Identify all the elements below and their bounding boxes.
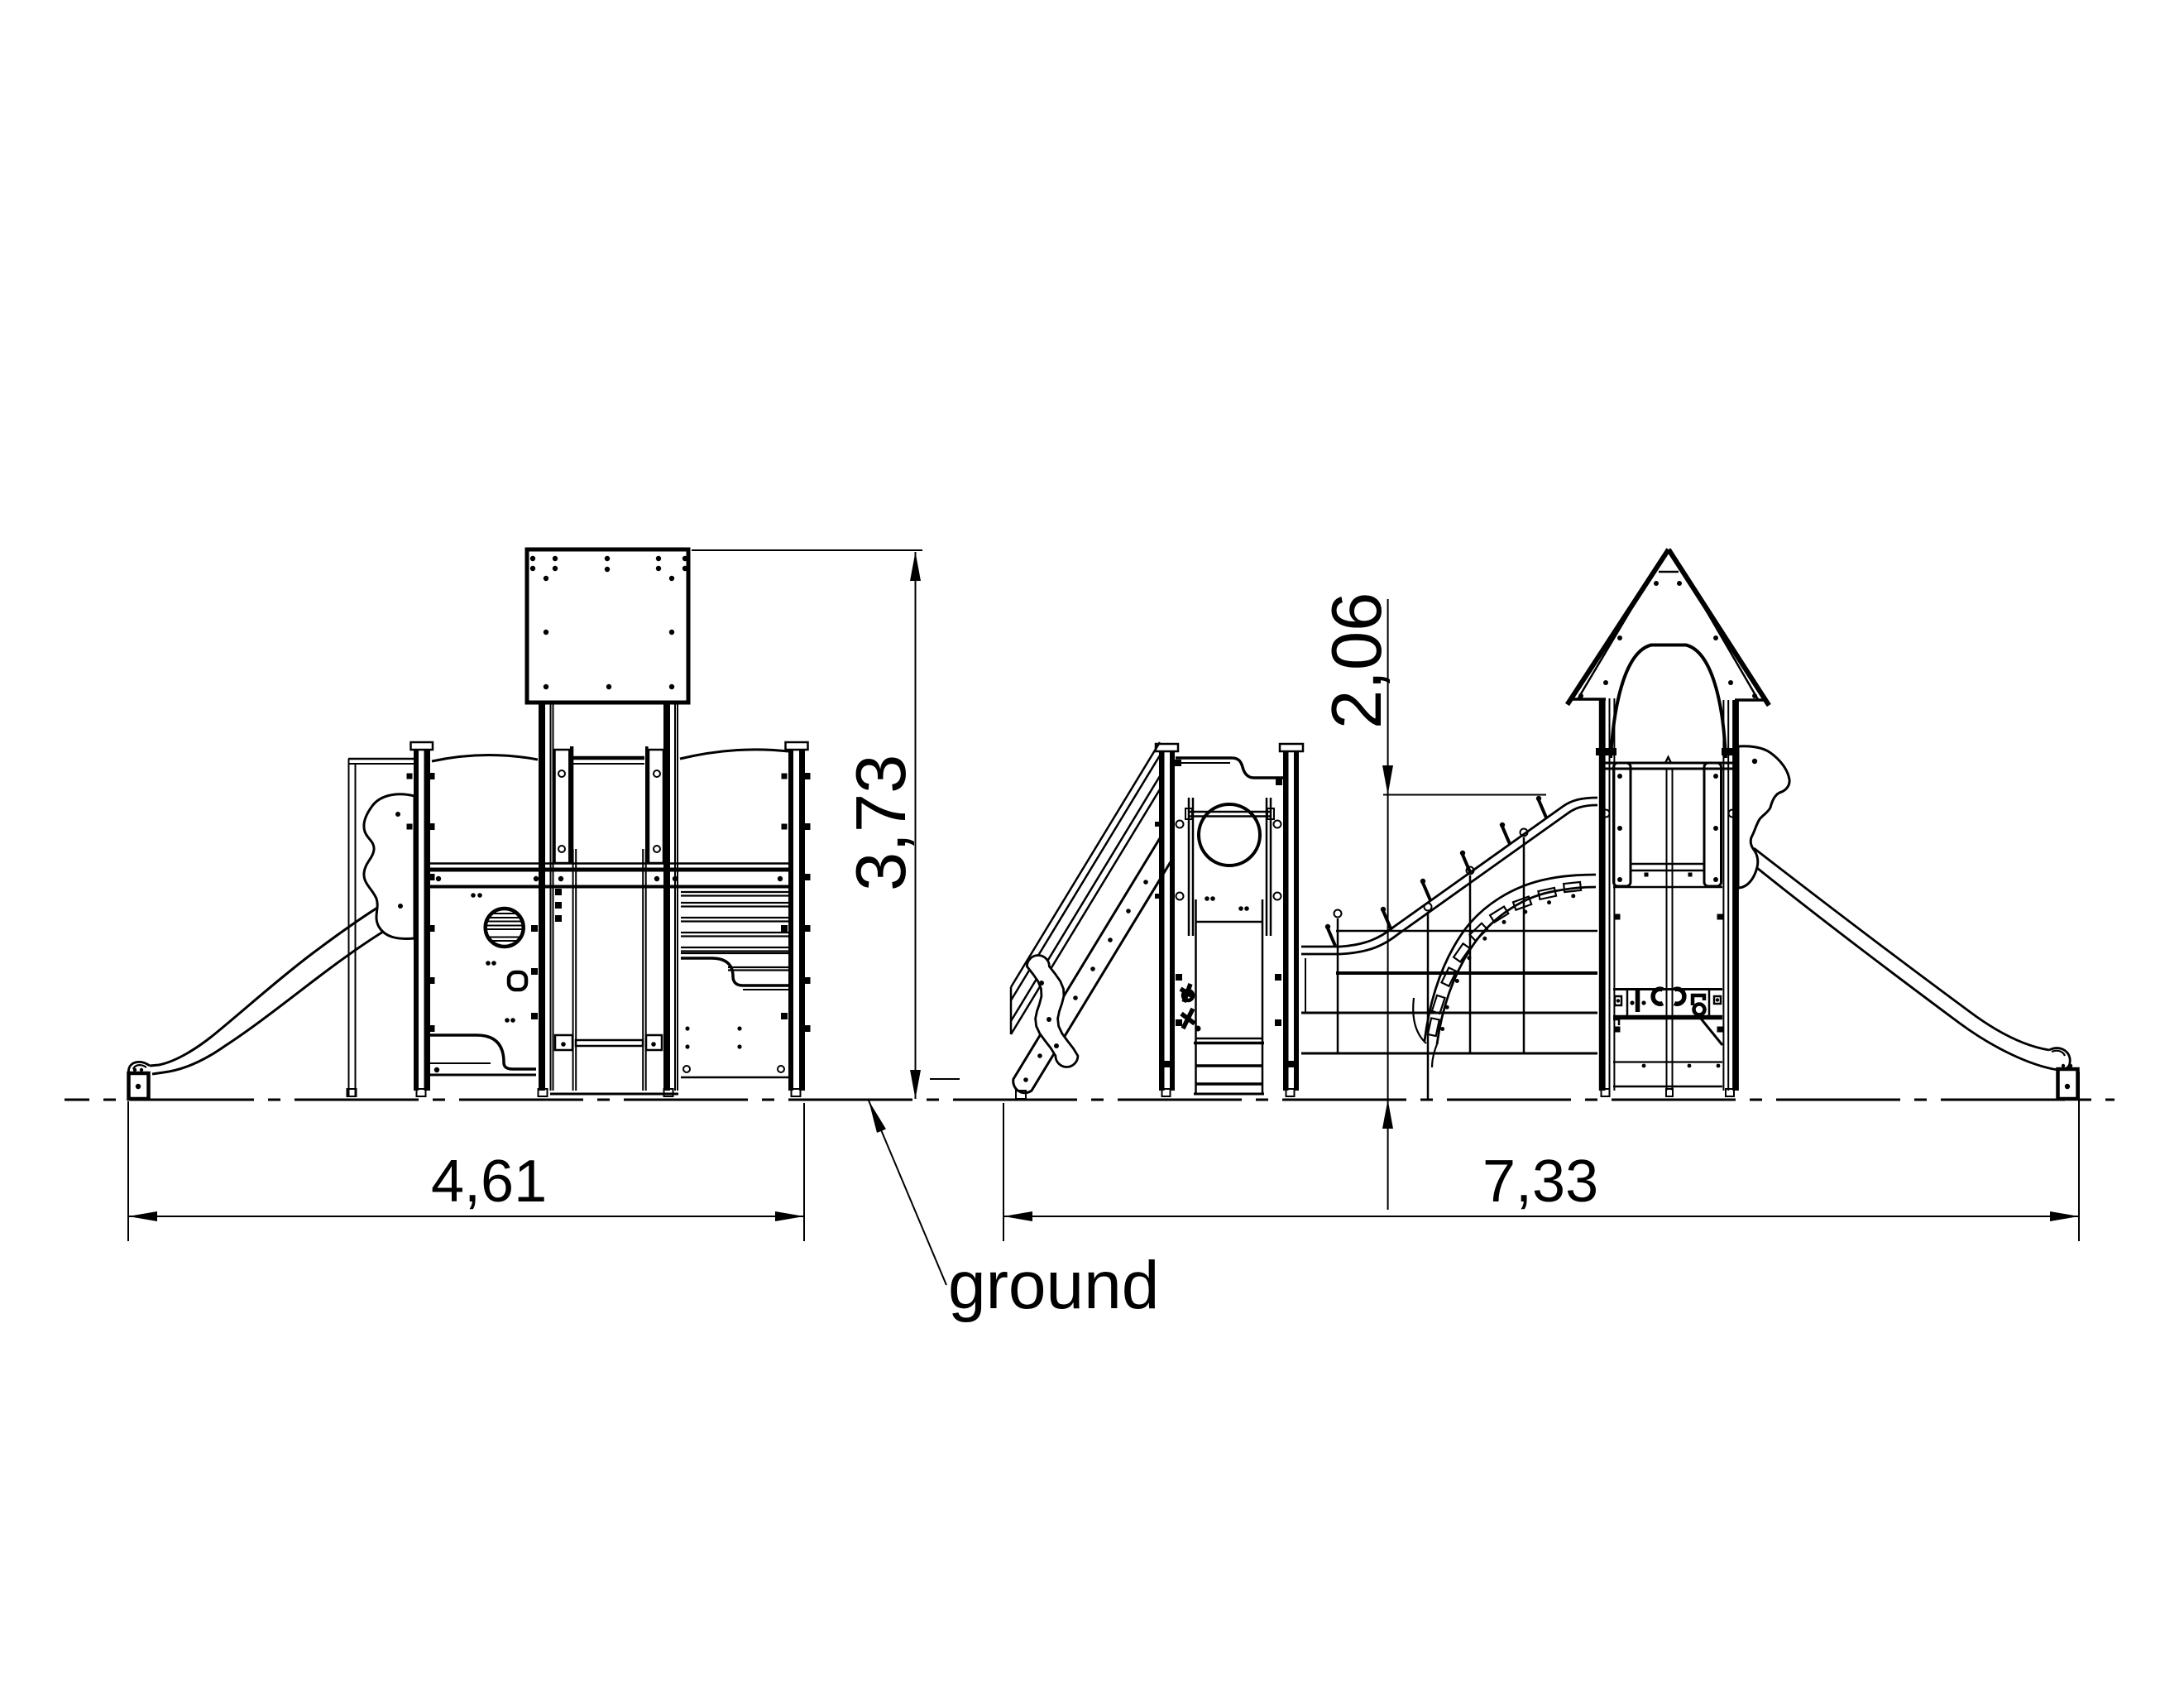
svg-text:4,61: 4,61 <box>431 1149 547 1215</box>
svg-text:7,33: 7,33 <box>1482 1149 1598 1215</box>
svg-text:ground: ground <box>948 1248 1159 1323</box>
svg-text:3,73: 3,73 <box>842 755 921 891</box>
svg-text:2,06: 2,06 <box>1318 592 1396 729</box>
